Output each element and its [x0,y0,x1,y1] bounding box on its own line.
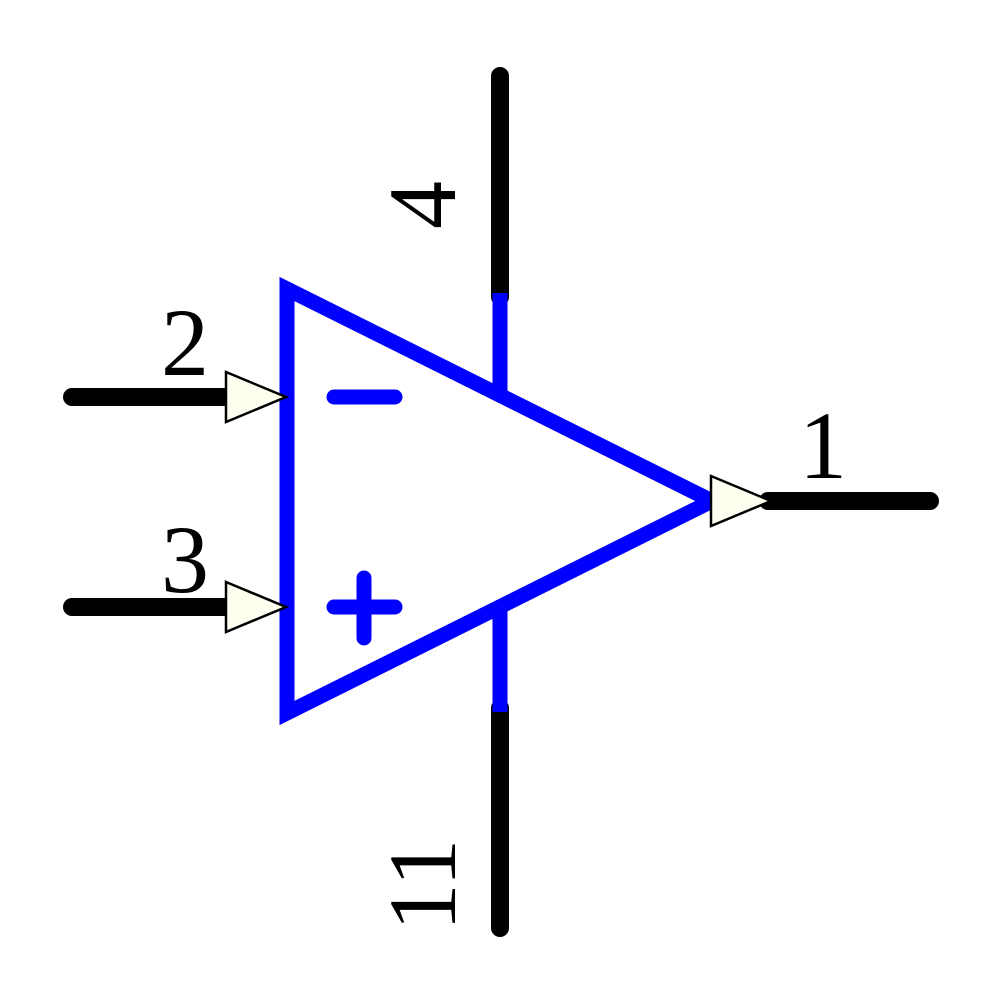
wire-group [63,67,939,937]
pin-label-4: 4 [369,181,476,229]
pin-label-11: 11 [369,839,476,931]
polarity-marker-group [326,389,403,646]
pin-label-group: 2 3 4 11 1 [161,181,847,931]
amplifier-body-triangle [279,276,729,726]
arrow-icon-output [709,474,775,528]
arrow-icon-noninverting-input [224,580,290,634]
pin-label-1: 1 [799,392,847,499]
arrow-icon-inverting-input [224,370,290,424]
pin-arrow-group [224,370,775,634]
pin-label-2: 2 [161,289,209,396]
pin-label-3: 3 [161,506,209,613]
